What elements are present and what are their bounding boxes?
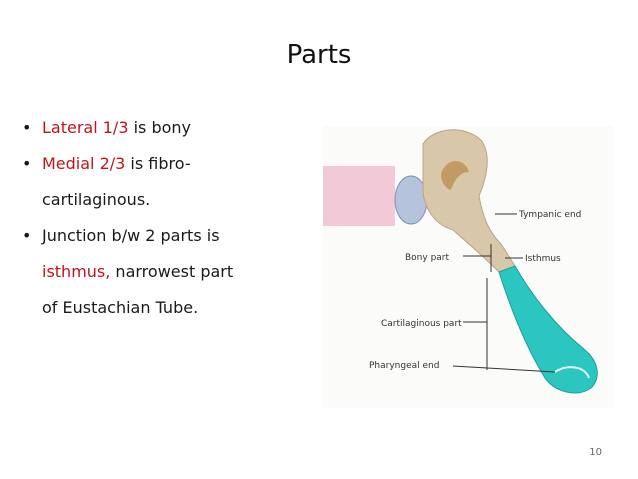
label-pharyngeal-end: Pharyngeal end (369, 361, 439, 371)
eustachian-tube-diagram: Tympanic end Bony part Isthmus Cartilagi… (323, 126, 613, 408)
bullet-isthmus-continuation: of Eustachian Tube. (22, 290, 312, 326)
bullet-lateral: • Lateral 1/3 is bony (22, 110, 312, 146)
label-bony-part: Bony part (405, 253, 450, 263)
bullet-medial-continuation: cartilaginous. (22, 182, 312, 218)
bullet-junction: • Junction b/w 2 parts is (22, 218, 312, 254)
bullet-list: • Lateral 1/3 is bony • Medial 2/3 is fi… (22, 110, 312, 326)
bullet-text: is bony (128, 118, 192, 137)
label-isthmus: Isthmus (525, 254, 561, 264)
bullet-highlight: Medial 2/3 (42, 154, 126, 173)
bullet-text: is fibro- (125, 154, 191, 173)
page-number: 10 (589, 447, 602, 458)
label-tympanic-end: Tympanic end (518, 210, 581, 220)
bullet-isthmus: isthmus, narrowest part (22, 254, 312, 290)
diagram-svg: Tympanic end Bony part Isthmus Cartilagi… (323, 129, 598, 394)
bullet-medial: • Medial 2/3 is fibro- (22, 146, 312, 182)
bullet-highlight: Lateral 1/3 (42, 118, 129, 137)
bullet-text: narrowest part (110, 262, 234, 281)
bullet-dot: • (22, 154, 32, 173)
pharyngeal-opening-shape (554, 366, 590, 379)
label-cartilaginous-part: Cartilaginous part (381, 319, 462, 329)
leader-pharyngeal (452, 365, 556, 373)
bullet-dot: • (22, 226, 32, 245)
bullet-text: of Eustachian Tube. (42, 298, 199, 317)
slide-title: Parts (286, 40, 352, 70)
ossicle-shape (441, 161, 469, 190)
bullet-text: cartilaginous. (42, 190, 151, 209)
eardrum-shape (394, 175, 428, 225)
bullet-dot: • (22, 118, 32, 137)
bullet-text: Junction b/w 2 parts is (42, 226, 220, 245)
cartilaginous-part-shape (498, 265, 598, 394)
bullet-highlight: isthmus, (42, 262, 111, 281)
ear-canal-shape (323, 166, 395, 226)
bony-part-shape (422, 129, 516, 273)
